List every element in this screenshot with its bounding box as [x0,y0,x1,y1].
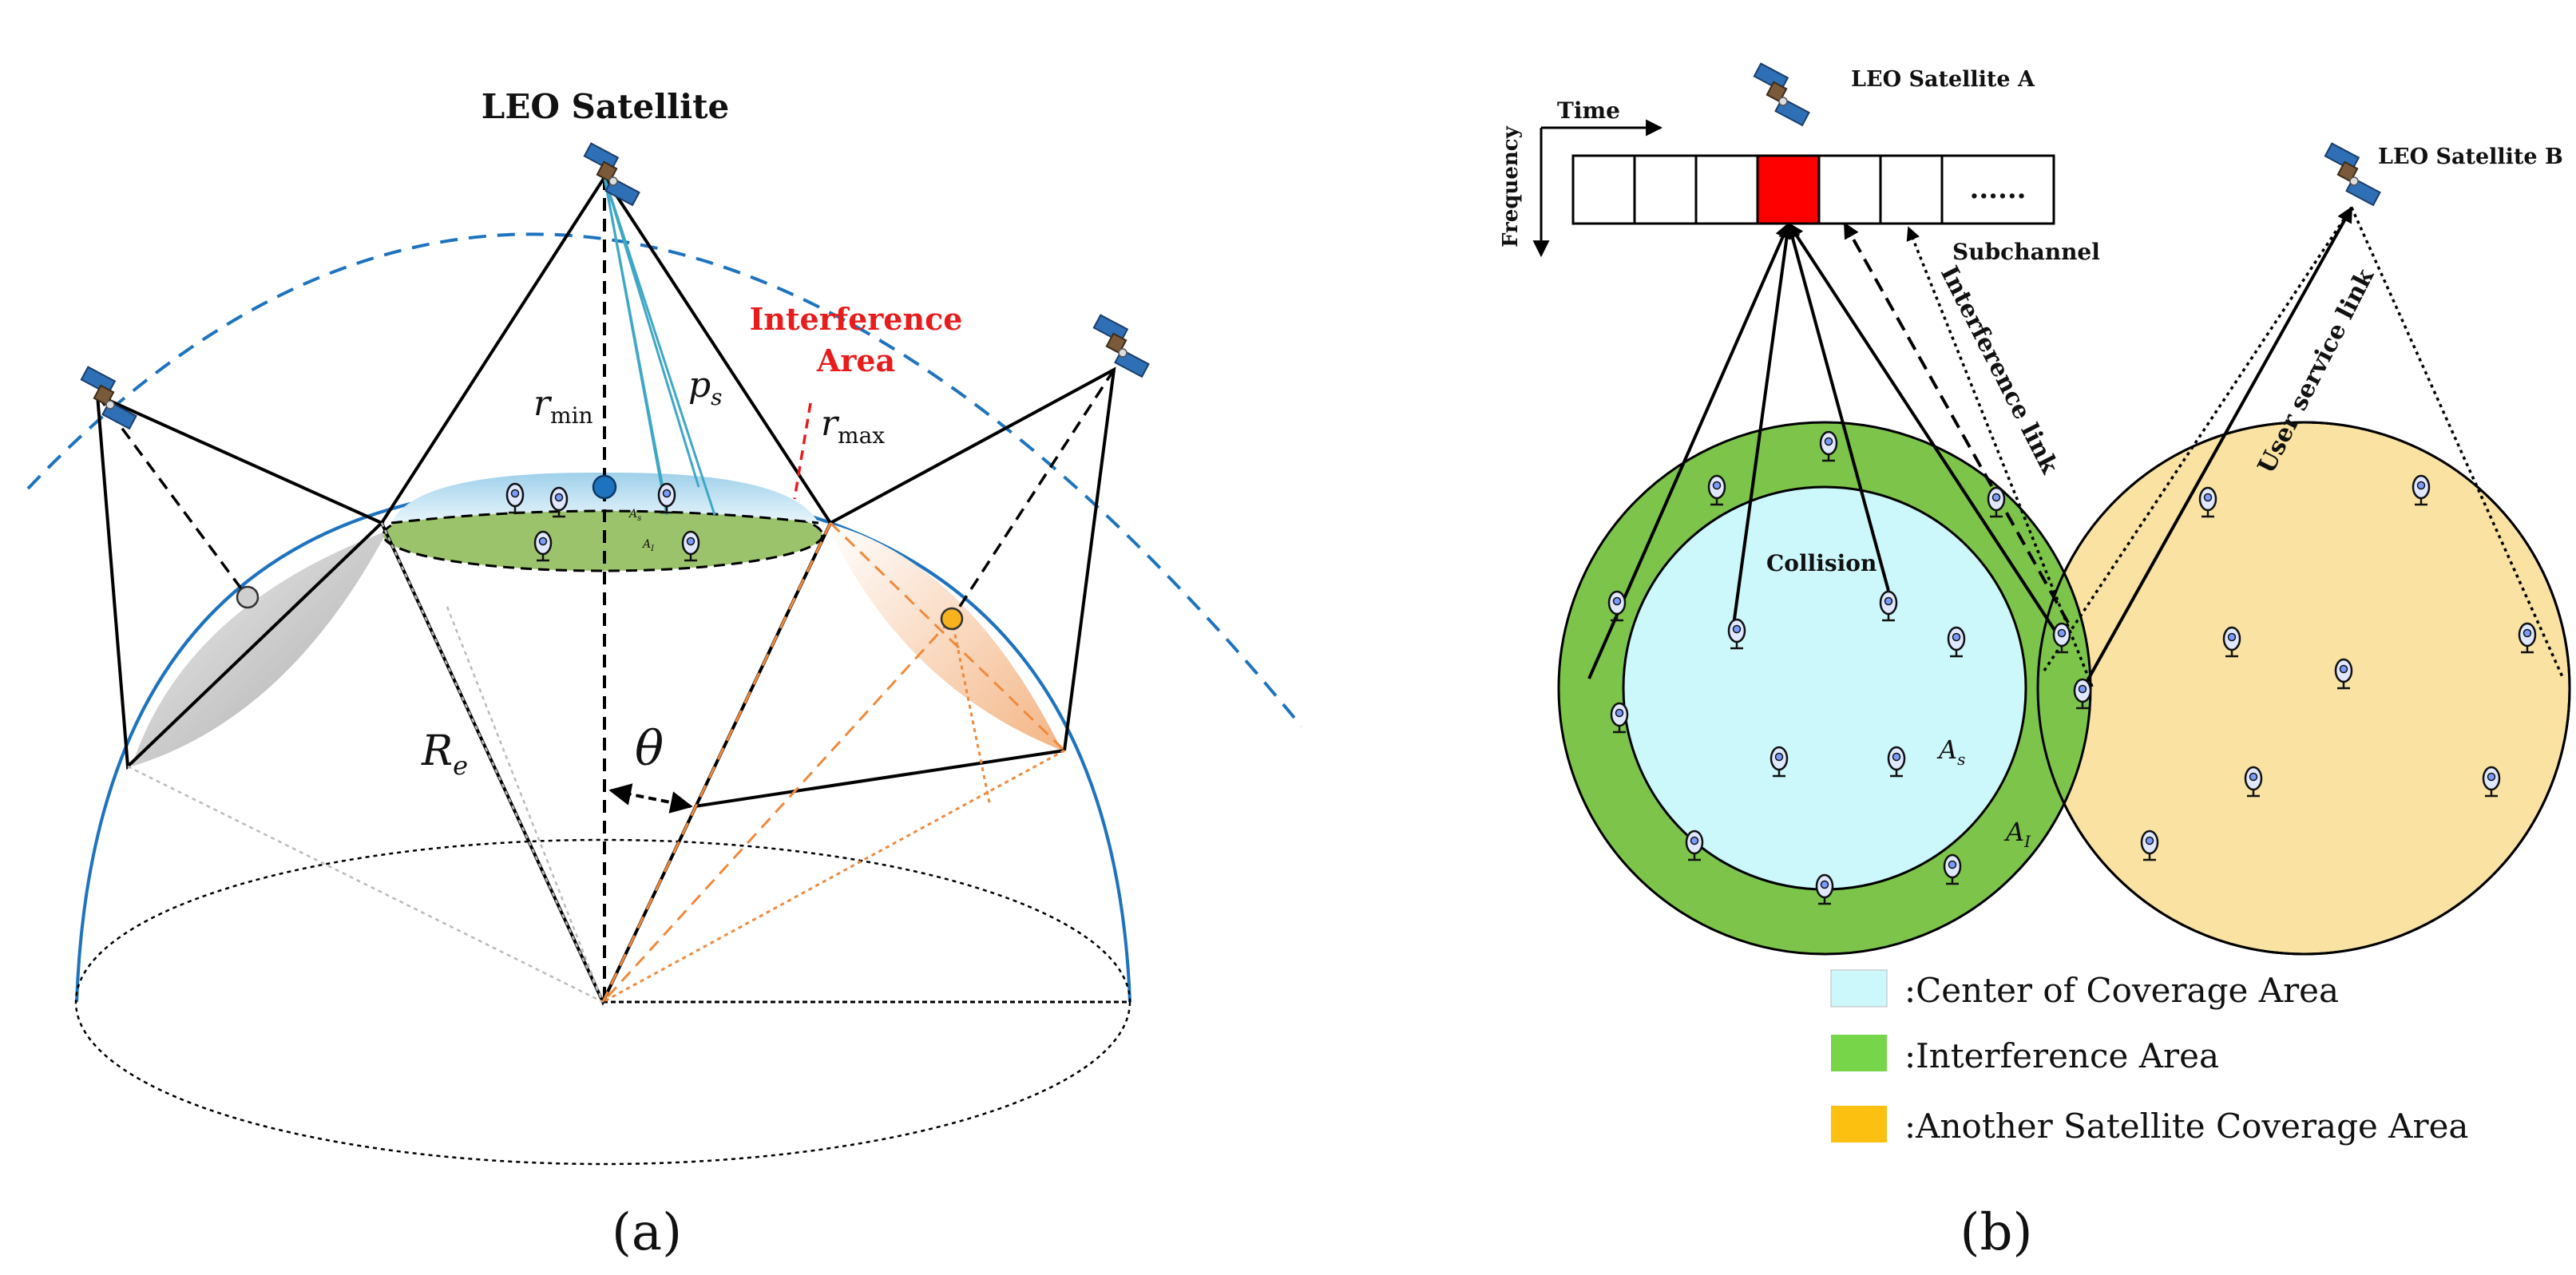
legend-label-other: :Another Satellite Coverage Area [1904,1107,2468,1146]
satellite-a-icon [1753,62,1810,126]
orbit-arc [26,232,1303,728]
orange-coverage-cap [826,523,1062,750]
a-i-label: AI [2003,817,2031,851]
satellite-a-label: LEO Satellite A [1851,67,2035,92]
satellite-icon [1092,314,1150,378]
collision-label: Collision [1766,550,1877,576]
interference-area-label-1: Interference [750,301,963,337]
left-pyramid [96,394,385,770]
collision-subchannel [1756,154,1821,225]
legend-swatch-center [1830,969,1888,1008]
p-s-label: ps [688,365,723,410]
satellite-icon [80,366,137,430]
panel-b: ...... Time Frequency Subchannel Interfe… [1499,62,2571,1262]
legend-swatch-other [1831,1106,1887,1142]
gray-coverage-cap [132,531,387,766]
panel-a: LEO Satellite Interference Area rmin ps … [26,87,1303,1262]
satellite-b-label: LEO Satellite B [2378,145,2563,169]
orange-cap-center [940,607,964,631]
legend: :Center of Coverage Area :Interference A… [1830,969,2468,1146]
other-satellite-coverage [2036,421,2571,956]
r-e-label: Re [421,727,468,781]
interference-area-label-2: Area [816,343,895,378]
subchannel-label: Subchannel [1952,239,2100,265]
a-i-label: AI [641,538,655,553]
caption-a: (a) [612,1203,682,1262]
center-coverage-area [1622,485,2027,891]
theta-label: θ [635,721,664,777]
a-s-label: As [1936,735,1965,769]
gray-cap-center [236,585,260,609]
legend-label-center: :Center of Coverage Area [1904,971,2339,1010]
leo-satellite-title: LEO Satellite [482,87,729,126]
legend-swatch-interference [1831,1035,1887,1071]
r-min-label: rmin [533,383,593,429]
interference-indicator [793,402,812,500]
legend-label-interference: :Interference Area [1904,1036,2219,1075]
frequency-label: Frequency [1499,125,1523,247]
center-cap-center [592,474,617,500]
satellite-b-icon [2324,142,2381,206]
r-max-label: rmax [821,403,885,449]
subchannel-dots: ...... [1969,173,2026,205]
a-s-label: As [628,508,641,523]
time-label: Time [1557,97,1620,124]
earth-base-ellipse [74,838,1131,1166]
caption-b: (b) [1960,1203,2033,1262]
subchannel-bar: ...... [1571,154,2055,225]
interference-link-label: Interference link [1935,262,2064,479]
